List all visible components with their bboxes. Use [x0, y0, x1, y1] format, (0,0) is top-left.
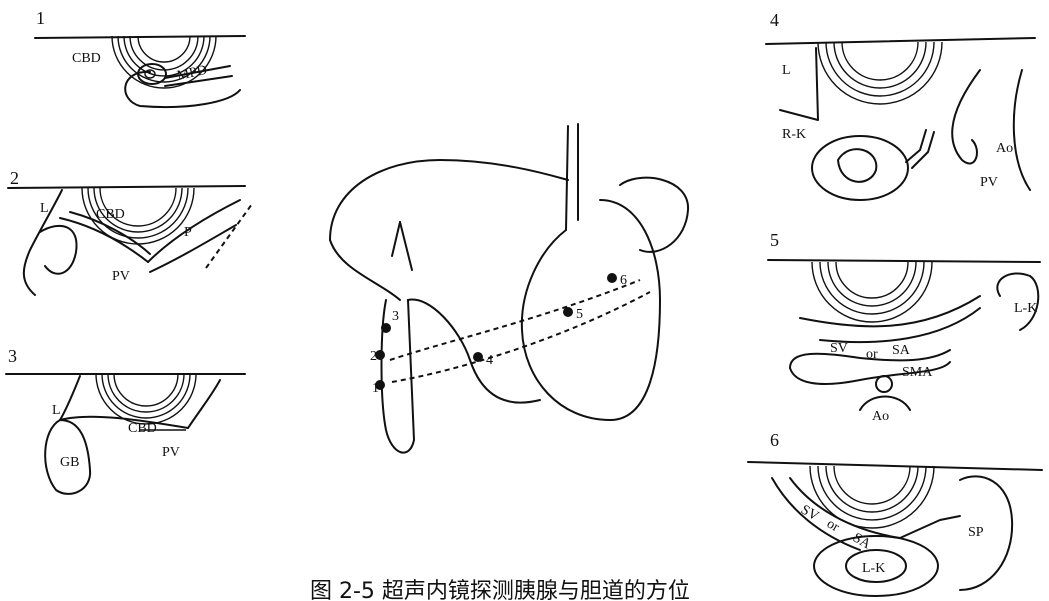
pancreas-head [408, 300, 540, 403]
probe-position-3 [381, 323, 391, 333]
panel-number: 1 [36, 8, 45, 28]
probe-surface-line [8, 186, 245, 188]
liver-lower [330, 240, 400, 300]
aorta-wall [1014, 70, 1030, 190]
splenic-hilum [900, 516, 960, 538]
label-ao: Ao [996, 141, 1013, 156]
liver-edge [780, 48, 818, 120]
label-rk: R-K [782, 127, 806, 142]
probe-position-4 [473, 352, 483, 362]
endoscope-probe [818, 42, 942, 104]
label-sv: SV [830, 341, 848, 356]
label-pv: PV [980, 175, 998, 190]
probe-surface-line [748, 462, 1042, 470]
panel-2: 2 L CBD P PV [8, 168, 252, 295]
probe-surface-line [768, 260, 1040, 262]
label-l: L [52, 403, 61, 418]
panel-1: 1 CBD MPD [35, 8, 245, 107]
position-label-4: 4 [486, 353, 493, 368]
spleen-outline [620, 178, 688, 252]
label-or: or [866, 347, 878, 362]
panel-number: 6 [770, 430, 779, 450]
position-label-6: 6 [620, 273, 627, 288]
kidney-inner [838, 149, 876, 182]
label-lk: L-K [862, 561, 885, 576]
label-lk: L-K [1014, 301, 1037, 316]
probe-position-6 [607, 273, 617, 283]
panel-number: 3 [8, 346, 17, 366]
aorta-arc [860, 397, 910, 411]
position-label-5: 5 [576, 307, 583, 322]
liver-upper [330, 160, 568, 240]
bile-duct-branch-2 [392, 222, 400, 256]
panel-4: 4 L R-K Ao PV [766, 10, 1035, 200]
portal-vein [952, 70, 980, 163]
panel-number: 5 [770, 230, 779, 250]
position-label-3: 3 [392, 309, 399, 324]
scan-line-upper [390, 280, 640, 360]
panel-3: 3 L CBD PV GB [6, 346, 245, 494]
label-sma: SMA [902, 365, 933, 380]
probe-surface-line [35, 36, 245, 38]
gallbladder-outline [40, 226, 77, 274]
label-cbd: CBD [72, 51, 101, 66]
label-sa: SA [892, 343, 911, 358]
endoscope-probe [96, 374, 196, 424]
kidney-outer [812, 136, 908, 200]
label-cbd: CBD [96, 207, 125, 222]
position-label-2: 2 [370, 349, 377, 364]
label-p: P [184, 225, 192, 240]
label-pv: PV [112, 269, 130, 284]
label-l: L [782, 63, 791, 78]
label-l: L [40, 201, 49, 216]
label-ao: Ao [872, 409, 889, 424]
aorta-ring [876, 376, 892, 392]
stomach-outline [522, 200, 660, 420]
esophagus-left [566, 126, 568, 230]
label-pv: PV [162, 445, 180, 460]
label-sp: SP [968, 525, 984, 540]
panel-6: 6 SV or SA SP L-K [748, 430, 1042, 596]
label-cbd: CBD [128, 421, 157, 436]
label-gb: GB [60, 455, 79, 470]
probe-position-5 [563, 307, 573, 317]
liver-edge [60, 376, 80, 420]
position-label-1: 1 [372, 381, 379, 396]
panel-number: 2 [10, 168, 19, 188]
panel-5: 5 L-K SV or SA SMA Ao [768, 230, 1040, 424]
endoscope-probe [810, 466, 934, 528]
center-anatomy: 1 2 3 4 5 6 [330, 124, 688, 453]
bile-duct-branch [400, 222, 412, 270]
figure-caption: 图 2-5 超声内镜探测胰腺与胆道的方位 [310, 579, 690, 601]
probe-surface-line [766, 38, 1035, 44]
portal-wall [188, 380, 220, 428]
endoscope-probe [812, 262, 932, 322]
panel-number: 4 [770, 10, 779, 30]
